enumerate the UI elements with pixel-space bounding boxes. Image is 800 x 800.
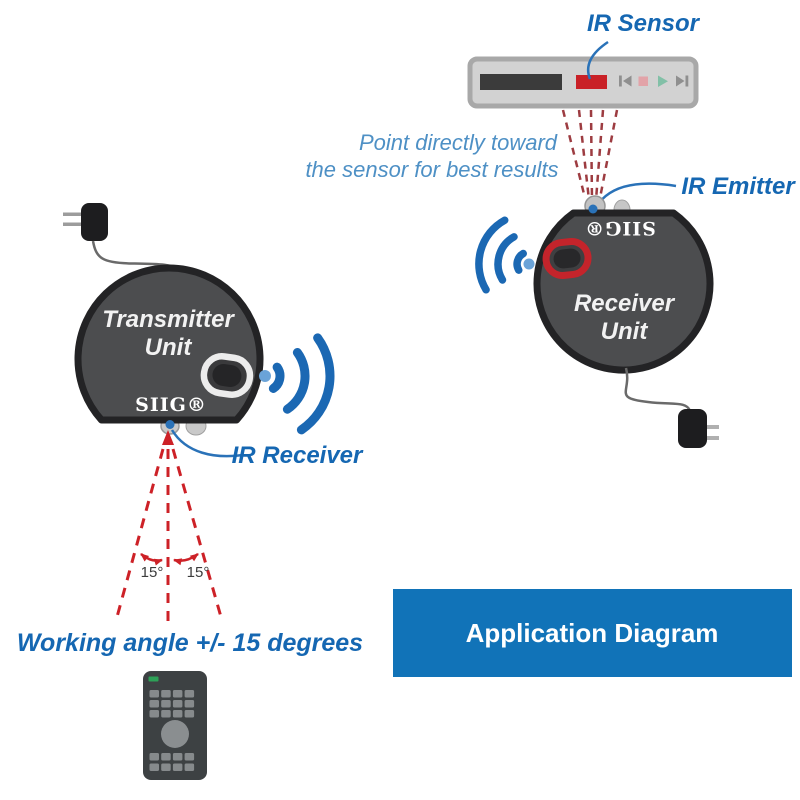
- title-banner: Application Diagram: [393, 589, 792, 677]
- pointing-note-line1: Point directly toward: [359, 130, 558, 155]
- pointing-note-line2: the sensor for best results: [305, 157, 558, 182]
- transmitter-unit: Transmitter Unit SIIG®: [63, 203, 335, 436]
- ir-sensor-label: IR Sensor: [587, 10, 701, 37]
- transmitter-wifi-icon: [268, 333, 335, 435]
- receiver-brand-logo: SIIG®: [584, 217, 656, 239]
- angle-right-value: 15°: [187, 564, 210, 581]
- transmitter-ir-port: [200, 353, 254, 398]
- receiver-ir-port: [542, 238, 592, 279]
- receiver-wifi-dot: [523, 258, 535, 270]
- ir-receiver-label: IR Receiver: [232, 442, 364, 469]
- ir-emitter-label: IR Emitter: [681, 173, 796, 200]
- angle-left-value: 15°: [141, 564, 164, 581]
- remote-top-buttons: [149, 690, 195, 718]
- receiver-unit: SIIG® Receiver Unit: [475, 195, 719, 448]
- ir-emitter-callout-line: [598, 182, 677, 204]
- ir-sensor-window: [576, 75, 607, 89]
- ir-receiver-dot: [165, 420, 175, 429]
- left-dashed-line: [115, 448, 165, 618]
- receiver-power-adapter: [678, 409, 719, 448]
- skip-back-icon: [619, 75, 632, 87]
- receiver-power-wire: [624, 367, 692, 412]
- transmitter-power-adapter: [63, 203, 108, 241]
- remote-nav-button: [161, 720, 189, 748]
- ir-sensor-callout-line: [586, 40, 609, 80]
- ir-receiver-callout-line: [170, 429, 244, 458]
- receiver-name-line2: Unit: [601, 318, 649, 345]
- left-angle-arrow: [140, 553, 163, 566]
- skip-forward-icon: [676, 75, 689, 87]
- transmitter-name-line2: Unit: [145, 334, 193, 361]
- stop-icon: [638, 76, 648, 86]
- banner-background: [393, 589, 792, 677]
- working-angle-label: Working angle +/- 15 degrees: [17, 629, 363, 657]
- right-dashed-line: [171, 448, 223, 618]
- right-angle-arrow: [173, 552, 199, 566]
- ir-emitter-dot: [588, 204, 598, 214]
- remote-led: [148, 676, 159, 682]
- banner-title: Application Diagram: [466, 618, 719, 648]
- play-icon: [658, 75, 668, 87]
- receiver-name-line1: Receiver: [574, 290, 676, 317]
- remote-bottom-buttons: [149, 753, 195, 771]
- transmitter-brand-logo: SIIG®: [135, 394, 207, 416]
- media-player-display: [480, 74, 562, 90]
- ir-beam-lines: [561, 109, 619, 202]
- media-player-device: [467, 56, 699, 109]
- apex-arrow: [162, 430, 174, 445]
- working-angle-fan: 15° 15°: [115, 430, 223, 627]
- transmitter-wifi-dot: [259, 370, 271, 382]
- receiver-wifi-icon: [475, 216, 527, 294]
- transmitter-name-line1: Transmitter: [102, 306, 235, 333]
- remote-control: [143, 671, 207, 780]
